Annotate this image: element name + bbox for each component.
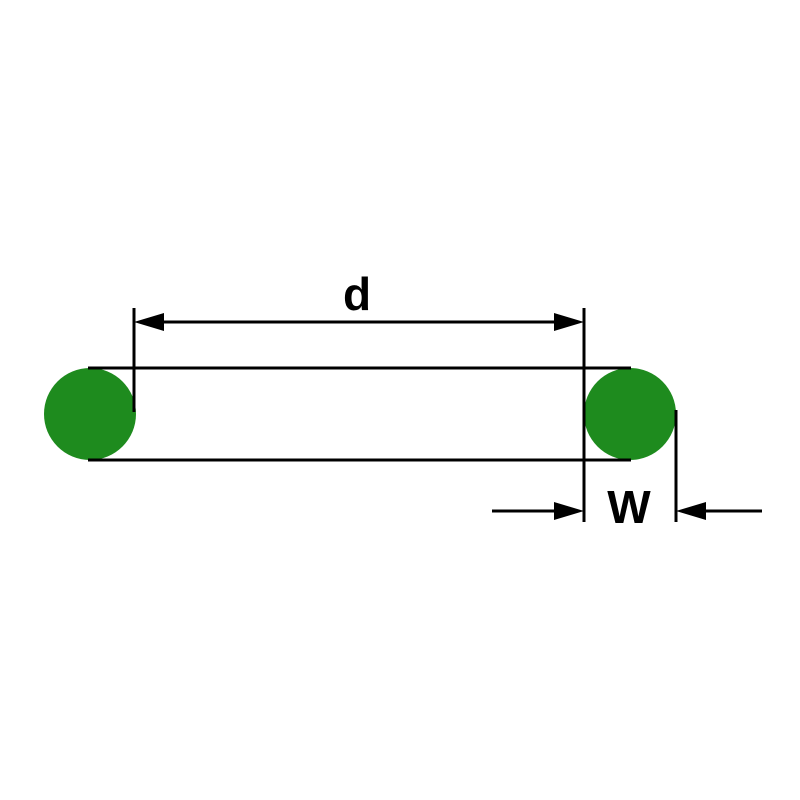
cross-section-width-label: W bbox=[607, 481, 651, 533]
oring-cross-section-left bbox=[44, 368, 136, 460]
arrowhead-width-right-icon bbox=[676, 502, 706, 520]
arrowhead-right-icon bbox=[554, 313, 584, 331]
inner-diameter-label: d bbox=[343, 268, 371, 320]
arrowhead-width-left-icon bbox=[554, 502, 584, 520]
arrowhead-left-icon bbox=[134, 313, 164, 331]
oring-cross-section-right bbox=[584, 368, 676, 460]
